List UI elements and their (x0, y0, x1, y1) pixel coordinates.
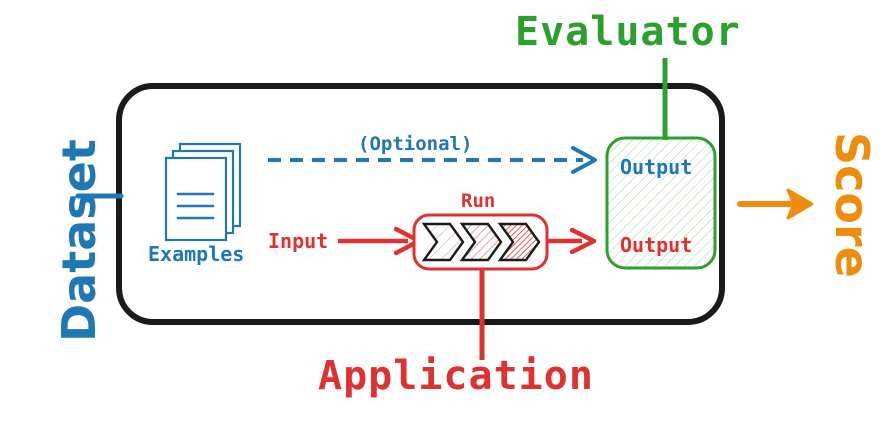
output-top-label: Output (620, 155, 693, 179)
examples-label: Examples (148, 242, 245, 266)
optional-dashed-arrow (268, 146, 597, 174)
dataset-label: Dataset (52, 139, 106, 342)
run-to-evaluator-arrow (546, 227, 597, 255)
run-box-shape (412, 213, 549, 271)
score-label: Score (825, 132, 879, 278)
outer-container-shape (116, 83, 725, 325)
examples-document-stack-icon (164, 142, 242, 242)
application-label: Application (318, 353, 594, 399)
optional-label: (Optional) (358, 133, 473, 155)
evaluator-label: Evaluator (515, 9, 741, 55)
score-arrow (737, 188, 814, 220)
input-label: Input (268, 229, 329, 253)
evaluator-output-box-shape (605, 136, 717, 270)
output-bottom-label: Output (620, 233, 693, 257)
input-arrow (338, 226, 422, 256)
run-label: Run (461, 190, 496, 212)
